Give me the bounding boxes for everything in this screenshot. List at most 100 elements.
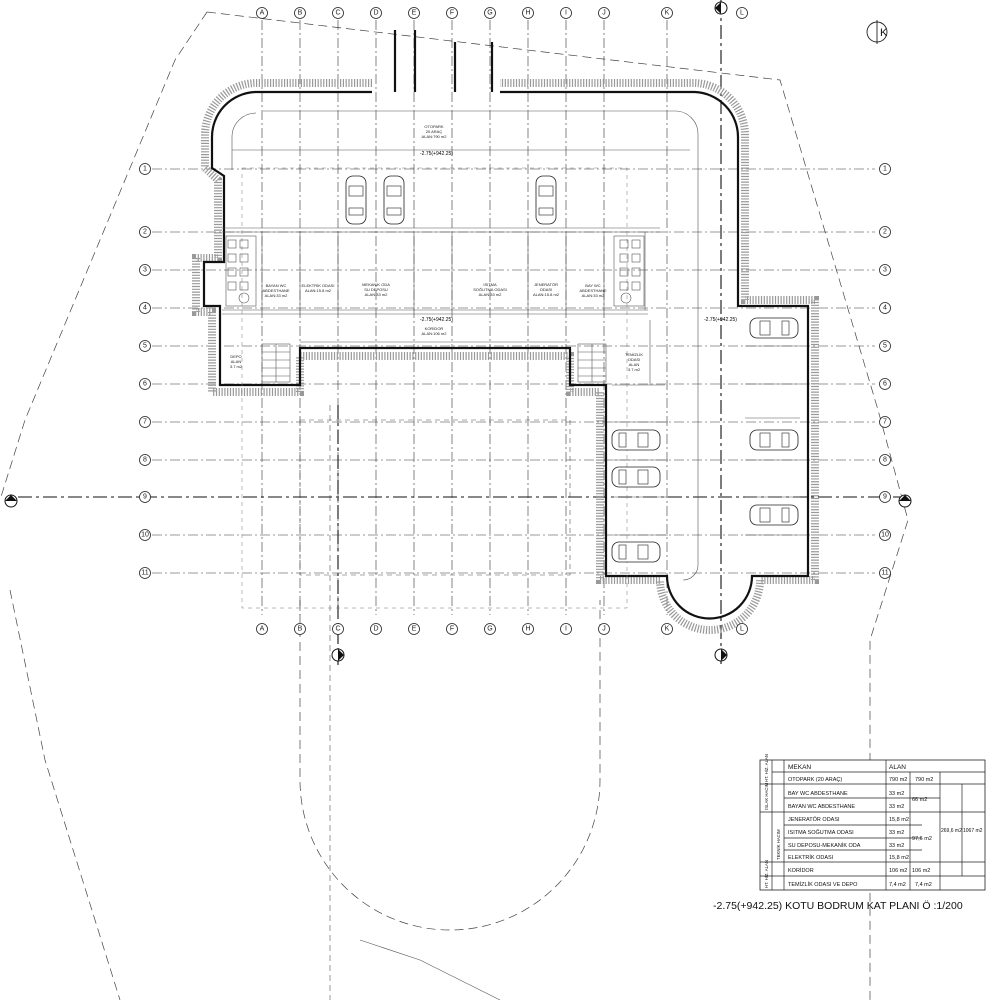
axis-bubble-row-2-right: 2	[879, 226, 891, 238]
svg-text:E: E	[412, 10, 417, 17]
subtotal-islak: 66 m2	[912, 797, 927, 803]
svg-text:7: 7	[143, 419, 147, 426]
building-walls	[202, 30, 810, 620]
svg-text:1: 1	[883, 166, 887, 173]
table-group-otopark: HT. HİZ. ALAN	[764, 754, 769, 782]
axis-bubble-col-D-bottom: D	[370, 623, 382, 635]
drawing-title: -2.75(+942.25) KOTU BODRUM KAT PLANI Ö :…	[713, 900, 963, 912]
svg-text:10: 10	[141, 532, 149, 539]
axis-bubble-row-3-left: 3	[139, 264, 151, 276]
svg-text:L: L	[740, 626, 744, 633]
section-marker-left	[4, 494, 18, 508]
car-top-2	[383, 175, 405, 225]
axis-bubble-col-A-top: A	[256, 7, 268, 19]
svg-text:A: A	[260, 626, 265, 633]
svg-text:1: 1	[143, 166, 147, 173]
axis-bubble-row-9-left: 9	[139, 491, 151, 503]
section-marker-bottom-l	[714, 648, 728, 662]
svg-text:F: F	[450, 10, 454, 17]
row-bubbles-left: 1 2 3 4 5 6 7 8 9 10 11	[139, 163, 151, 579]
table-row-mekan: KORİDOR	[788, 867, 814, 874]
table-group-islak: ISLAK HACIM	[764, 782, 769, 810]
svg-text:11: 11	[881, 570, 888, 577]
svg-text:L: L	[740, 10, 744, 17]
axis-bubble-row-6-left: 6	[139, 378, 151, 390]
wc-fixtures-right	[613, 235, 645, 307]
svg-text:9: 9	[143, 494, 147, 501]
svg-text:I: I	[565, 626, 567, 633]
table-row-alan: 7,4 m2	[889, 882, 906, 888]
column-bubbles-top: A B C D E F G H I J K L	[256, 7, 748, 19]
svg-text:10: 10	[881, 532, 889, 539]
table-row-alan: 106 m2	[889, 868, 907, 874]
svg-text:6: 6	[883, 381, 887, 388]
axis-bubble-col-I-top: I	[560, 7, 572, 19]
axis-bubble-col-D-top: D	[370, 7, 382, 19]
axis-bubble-col-K-bottom: K	[661, 623, 673, 635]
table-group-teknik: TEKNİK HACIM	[776, 829, 781, 860]
table-row-mekan: ELEKTRİK ODASI	[788, 854, 834, 861]
svg-text:K: K	[665, 626, 670, 633]
svg-text:2: 2	[883, 229, 887, 236]
table-row-mekan: TEMİZLİK ODASI VE DEPO	[788, 881, 858, 888]
svg-text:G: G	[487, 626, 492, 633]
svg-text:4: 4	[883, 305, 887, 312]
svg-text:B: B	[298, 626, 303, 633]
axis-bubble-row-11-left: 11	[139, 567, 151, 579]
axis-bubble-row-8-right: 8	[879, 454, 891, 466]
svg-text:6: 6	[143, 381, 147, 388]
svg-text:4: 4	[143, 305, 147, 312]
svg-text:F: F	[450, 626, 454, 633]
svg-text:11: 11	[141, 570, 148, 577]
table-row-mekan: OTOPARK (20 ARAÇ)	[788, 777, 842, 783]
svg-text:J: J	[602, 10, 606, 17]
car-top-1	[345, 175, 367, 225]
axis-bubble-col-J-bottom: J	[598, 623, 610, 635]
axis-bubble-row-10-right: 10	[879, 529, 891, 541]
axis-bubble-row-7-left: 7	[139, 416, 151, 428]
car-top-3	[535, 175, 557, 225]
table-header-mekan: MEKAN	[788, 764, 811, 771]
axis-bubble-col-A-bottom: A	[256, 623, 268, 635]
axis-bubble-col-B-top: B	[294, 7, 306, 19]
axis-bubble-row-4-left: 4	[139, 302, 151, 314]
table-row-alan: 15,8 m2	[889, 817, 909, 823]
svg-text:K: K	[665, 10, 670, 17]
axis-bubble-row-1-left: 1	[139, 163, 151, 175]
axis-bubble-row-11-right: 11	[879, 567, 891, 579]
table-row-mekan: BAYAN WC ABDESTHANE	[788, 804, 855, 810]
svg-text:J: J	[602, 626, 606, 633]
car-left-3	[611, 541, 661, 563]
section-marker-top	[714, 1, 728, 15]
axis-bubble-row-5-right: 5	[879, 340, 891, 352]
north-arrow-icon: K	[866, 20, 888, 44]
subtotal-ara-toplam: 269,6 m2	[941, 828, 962, 834]
table-row-mekan: JENERATÖR ODASI	[788, 816, 840, 823]
svg-text:G: G	[487, 10, 492, 17]
axis-bubble-col-L-top: L	[736, 7, 748, 19]
subtotal-otopark: 790 m2	[915, 777, 933, 783]
axis-bubble-row-7-right: 7	[879, 416, 891, 428]
svg-text:D: D	[373, 10, 378, 17]
wc-fixtures-left	[225, 235, 257, 307]
svg-text:A: A	[260, 10, 265, 17]
table-row-mekan: ISITMA SOĞUTMA ODASI	[788, 829, 854, 836]
table-row-mekan: SU DEPOSU-MEKANİK ODA	[788, 842, 861, 849]
axis-bubble-col-L-bottom: L	[736, 623, 748, 635]
subtotal-temizlik: 7,4 m2	[915, 882, 932, 888]
level-mark-parking-right: -2.75(+942.25)	[704, 317, 737, 323]
axis-bubble-col-G-top: G	[484, 7, 496, 19]
table-row-alan: 33 m2	[889, 804, 904, 810]
axis-bubble-col-E-bottom: E	[408, 623, 420, 635]
car-right-2	[749, 429, 799, 451]
axis-bubble-col-K-top: K	[661, 7, 673, 19]
axis-bubble-col-H-top: H	[522, 7, 534, 19]
table-row-alan: 790 m2	[889, 777, 907, 783]
svg-text:2: 2	[143, 229, 147, 236]
